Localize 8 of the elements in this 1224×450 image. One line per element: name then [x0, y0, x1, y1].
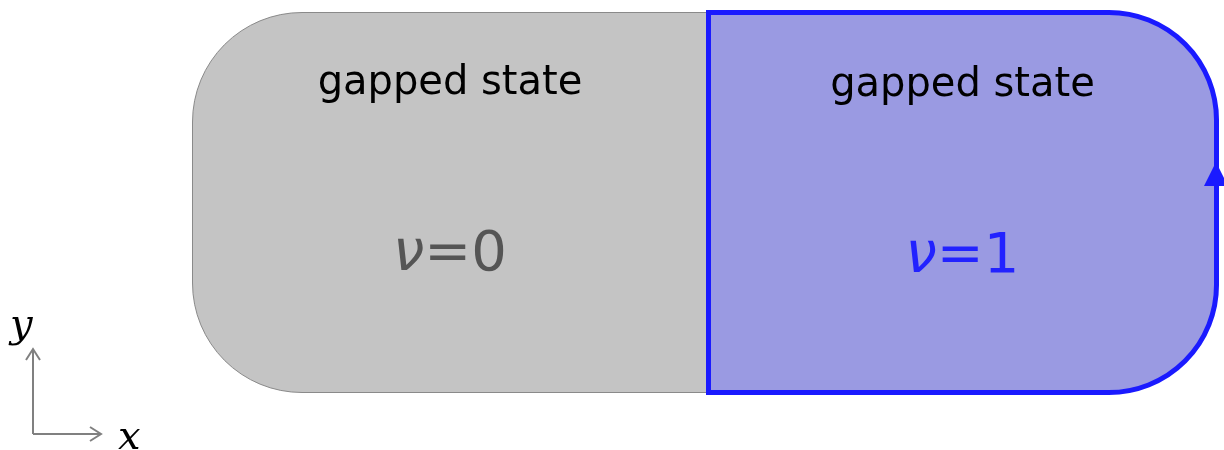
axis-label: x — [118, 412, 141, 450]
axis-label: y — [10, 300, 33, 346]
filling-factor-label: ν=1 — [905, 220, 1020, 285]
region-title: gapped state — [317, 57, 583, 103]
region-title: gapped state — [830, 59, 1095, 105]
gapped-region — [192, 12, 708, 393]
filling-factor-label: ν=0 — [393, 218, 507, 283]
gapped-region — [706, 10, 1219, 395]
